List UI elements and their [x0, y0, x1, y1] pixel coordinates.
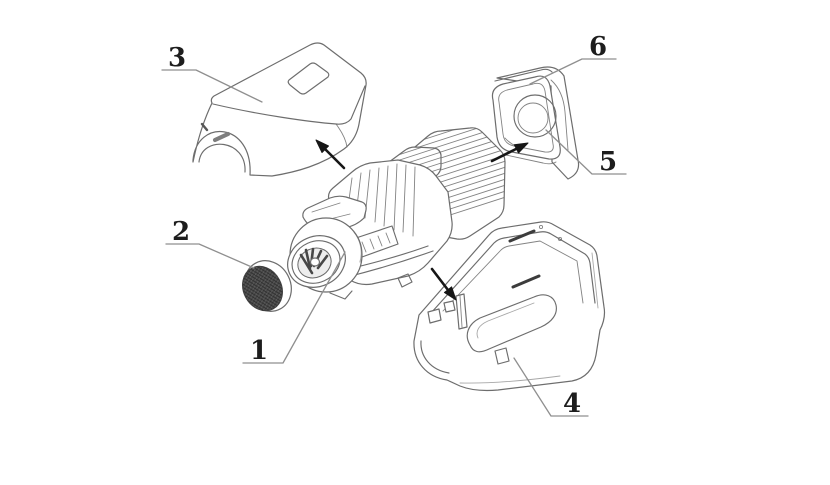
housing-dark-slot-2: [511, 274, 541, 289]
top-cover-silhouette: [192, 42, 367, 177]
assembly-arrow-housing-icon: [430, 267, 457, 301]
top-cover-arch-inner: [198, 143, 246, 173]
part-number-6: 6: [589, 32, 607, 62]
part-label-3: 3: [161, 43, 263, 103]
housing-tab-2: [443, 300, 456, 313]
part-label-5: 5: [545, 129, 627, 177]
bezel-duct-opening-outer: [513, 94, 557, 138]
housing-notch-band: [420, 340, 450, 374]
housing-right-crease: [591, 252, 599, 309]
volute-foot: [329, 290, 353, 300]
part-label-6: 6: [529, 32, 617, 85]
housing-front-slot: [494, 347, 510, 365]
leader-line-1: [242, 251, 346, 364]
housing-inner-wall: [442, 240, 584, 312]
bezel-bottom-band: [505, 154, 557, 165]
assembly-arrow-bezel-icon: [490, 142, 529, 163]
part-label-4: 4: [513, 357, 589, 419]
inlet-mesh-cap: [242, 260, 292, 312]
housing-rim-dot-2: [557, 236, 563, 242]
housing-inner-rim: [430, 231, 596, 314]
part-number-3: 3: [168, 43, 186, 73]
assembly-arrow-cover-icon: [315, 139, 346, 170]
top-cover-crease: [212, 85, 366, 125]
top-cover-arch-slot: [212, 131, 231, 143]
housing-floor-band: [466, 294, 557, 353]
impeller-hub: [309, 257, 321, 267]
mesh-cap-screen: [242, 265, 283, 312]
terminal-pins: [361, 232, 391, 253]
part-number-1: 1: [250, 336, 268, 366]
leader-line-2: [165, 243, 255, 269]
housing-rim-dot-1: [538, 224, 544, 230]
part-number-4: 4: [563, 389, 581, 419]
fan-inlet-ring: [291, 240, 341, 284]
housing-dark-slot-1: [508, 229, 536, 243]
leader-line-3: [161, 69, 263, 103]
housing-floor-line: [476, 302, 535, 339]
top-cover-window: [287, 62, 330, 95]
bottom-housing: [413, 221, 606, 392]
bezel-top-band: [494, 68, 553, 82]
bezel-depth-contour: [550, 79, 569, 151]
housing-post-line: [459, 295, 463, 328]
bezel-duct-opening-inner: [517, 102, 549, 134]
part-label-1: 1: [242, 251, 346, 366]
bezel-inner-inset: [498, 82, 554, 153]
top-cover-corner-crease: [335, 123, 348, 148]
bezel-front-face: [491, 75, 561, 160]
part-number-5: 5: [599, 147, 617, 177]
top-cover-edge-notch: [200, 122, 209, 132]
top-cover: [192, 42, 367, 177]
bracket-line-1: [311, 202, 341, 213]
leader-line-4: [513, 357, 589, 417]
part-label-2: 2: [165, 217, 255, 269]
housing-post: [455, 293, 468, 330]
leader-line-5: [545, 129, 627, 175]
outlet-bezel: [491, 66, 580, 180]
lower-stub: [397, 273, 413, 288]
heater-core-assembly: [287, 127, 506, 300]
housing-tab-1: [427, 308, 442, 324]
leader-line-6: [529, 58, 617, 85]
volute-scroll-line: [353, 231, 362, 263]
housing-bottom-edge: [459, 375, 561, 384]
part-number-2: 2: [172, 217, 190, 247]
